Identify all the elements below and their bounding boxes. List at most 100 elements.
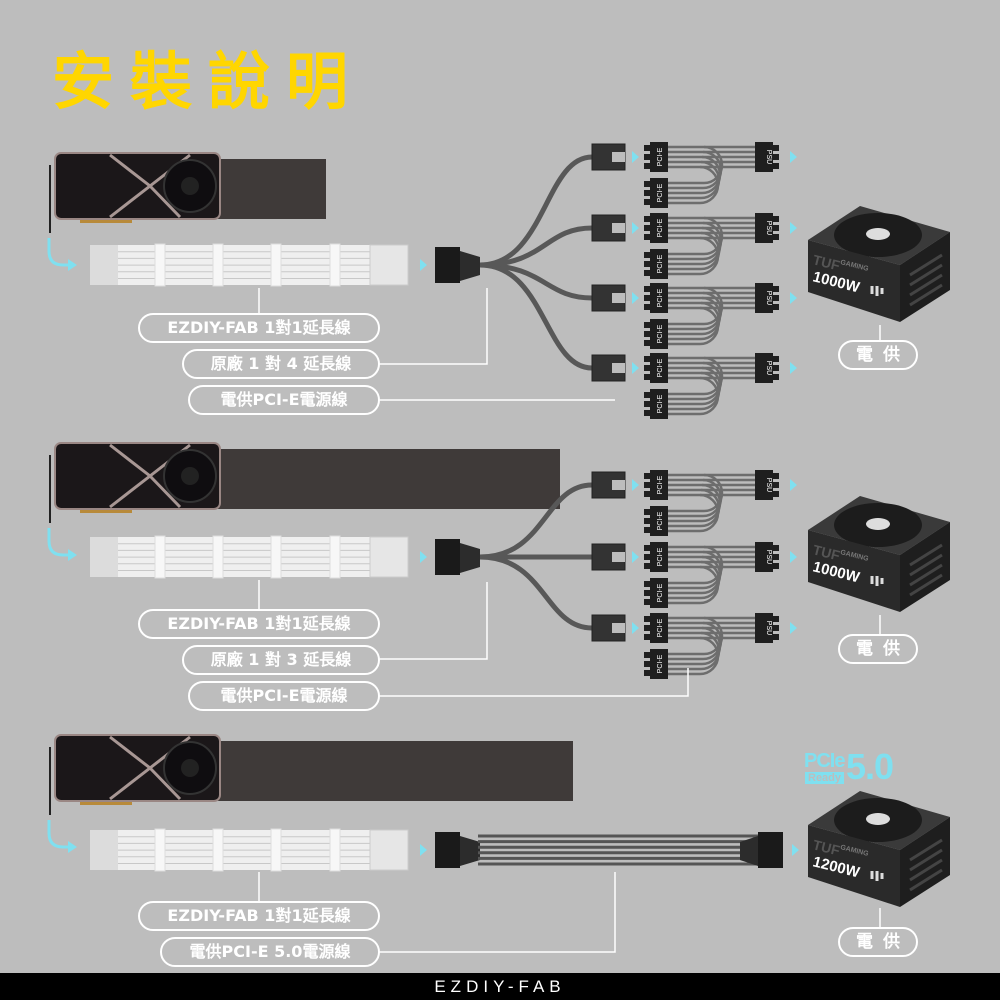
- connector-pin: [644, 563, 650, 569]
- cable-comb: [154, 243, 166, 287]
- connector-pin: [644, 163, 650, 169]
- arrow-right-icon: [790, 479, 797, 491]
- connector-pin: [644, 599, 650, 605]
- psu-vent: [909, 543, 943, 567]
- tuf-emblem-icon: [870, 286, 884, 296]
- connector-label: PSU: [765, 621, 772, 635]
- connector-pin: [644, 190, 650, 196]
- connector-housing: [650, 283, 668, 313]
- cable-comb: [270, 828, 282, 872]
- arrow-right-icon: [790, 362, 797, 374]
- leader-line: [378, 668, 689, 697]
- connector-pin: [644, 590, 650, 596]
- psu-vent: [909, 573, 943, 597]
- connector-housing: [650, 142, 668, 172]
- connector-pin: [773, 145, 779, 151]
- arrow-right-icon: [790, 151, 797, 163]
- connector-pin: [773, 163, 779, 169]
- connector-notch: [612, 552, 625, 562]
- psu-vent: [909, 858, 943, 882]
- leader-line: [378, 582, 488, 660]
- connector-notch: [612, 363, 625, 373]
- psu-vent: [909, 848, 943, 872]
- pcie-connector: [435, 539, 460, 575]
- connector-housing: [650, 613, 668, 643]
- connector-pin: [773, 625, 779, 631]
- label-psu: 電供: [838, 340, 918, 370]
- oem-splitter-cable: [479, 482, 593, 560]
- connector-pin: [644, 374, 650, 380]
- connector-pin: [644, 304, 650, 310]
- psu-vent: [909, 253, 943, 277]
- connector-label: PCI-E: [657, 358, 664, 377]
- connector-pin: [773, 225, 779, 231]
- connector-housing: [650, 249, 668, 279]
- connector-pin: [773, 634, 779, 640]
- connector-housing: [755, 283, 773, 313]
- connector-housing: [650, 213, 668, 243]
- connector-housing: [755, 470, 773, 500]
- connector-pin: [773, 216, 779, 222]
- connector-pin: [773, 545, 779, 551]
- connector-label: PSU: [765, 221, 772, 235]
- connector-housing: [755, 142, 773, 172]
- connector-housing: [755, 353, 773, 383]
- connector-pin: [773, 374, 779, 380]
- connector-pin: [644, 199, 650, 205]
- connector-pin: [644, 652, 650, 658]
- connector-label: PCI-E: [657, 288, 664, 307]
- cable-connector-end: [369, 829, 409, 871]
- insert-arrow: [47, 238, 77, 271]
- splitter-wire-loop: [668, 636, 720, 676]
- splitter-wire-loop: [668, 493, 720, 533]
- connector-label: PCI-E: [657, 183, 664, 202]
- connector-pin: [773, 286, 779, 292]
- connector-label: PCI-E: [657, 547, 664, 566]
- section-1x3: PCI-EPCI-EPSUPCI-EPCI-EPSUPCI-EPCI-EPSUT…: [47, 442, 950, 697]
- connector-pin: [644, 661, 650, 667]
- cable-comb: [154, 535, 166, 579]
- page-title: 安裝說明: [52, 45, 365, 118]
- connector-pin: [644, 322, 650, 328]
- connector-label: PCI-E: [657, 218, 664, 237]
- psu-vent: [909, 563, 943, 587]
- label-ezdiy-extension: EZDIY-FAB 1對1延長線: [138, 609, 380, 639]
- connector-notch: [612, 223, 625, 233]
- fan-hub: [181, 759, 199, 777]
- connector-pin: [644, 554, 650, 560]
- connector-pin: [773, 491, 779, 497]
- tuf-logo-icon: [866, 518, 890, 530]
- label-psu: 電供: [838, 927, 918, 957]
- connector-boot: [460, 251, 480, 281]
- arrow-right-icon: [632, 551, 639, 563]
- connector-label: PSU: [765, 150, 772, 164]
- connector-boot: [740, 836, 758, 866]
- connector-pin: [644, 518, 650, 524]
- connector-boot: [460, 836, 480, 866]
- connector-pin: [644, 616, 650, 622]
- connector-notch: [612, 480, 625, 490]
- connector-housing: [650, 542, 668, 572]
- connector-pin: [773, 554, 779, 560]
- leader-line: [378, 872, 616, 953]
- connector-housing: [755, 213, 773, 243]
- connector-housing: [650, 178, 668, 208]
- footer-brand: EZDIY-FAB: [0, 973, 1000, 1000]
- label-ezdiy-extension: EZDIY-FAB 1對1延長線: [138, 901, 380, 931]
- arrow-right-icon: [632, 292, 639, 304]
- label-psu-pcie-cable: 電供PCI-E電源線: [188, 681, 380, 711]
- connector-pin: [644, 331, 650, 337]
- arrow-head: [68, 549, 77, 561]
- connector-pin: [644, 392, 650, 398]
- arrow-right-icon: [420, 551, 427, 563]
- oem-splitter-cable: [479, 262, 593, 371]
- tuf-logo-icon: [866, 813, 890, 825]
- connector-label: PCI-E: [657, 394, 664, 413]
- arrow-head: [68, 259, 77, 271]
- connector-pin: [644, 401, 650, 407]
- insert-arrow: [47, 528, 77, 561]
- oem-splitter-cable: [479, 554, 593, 631]
